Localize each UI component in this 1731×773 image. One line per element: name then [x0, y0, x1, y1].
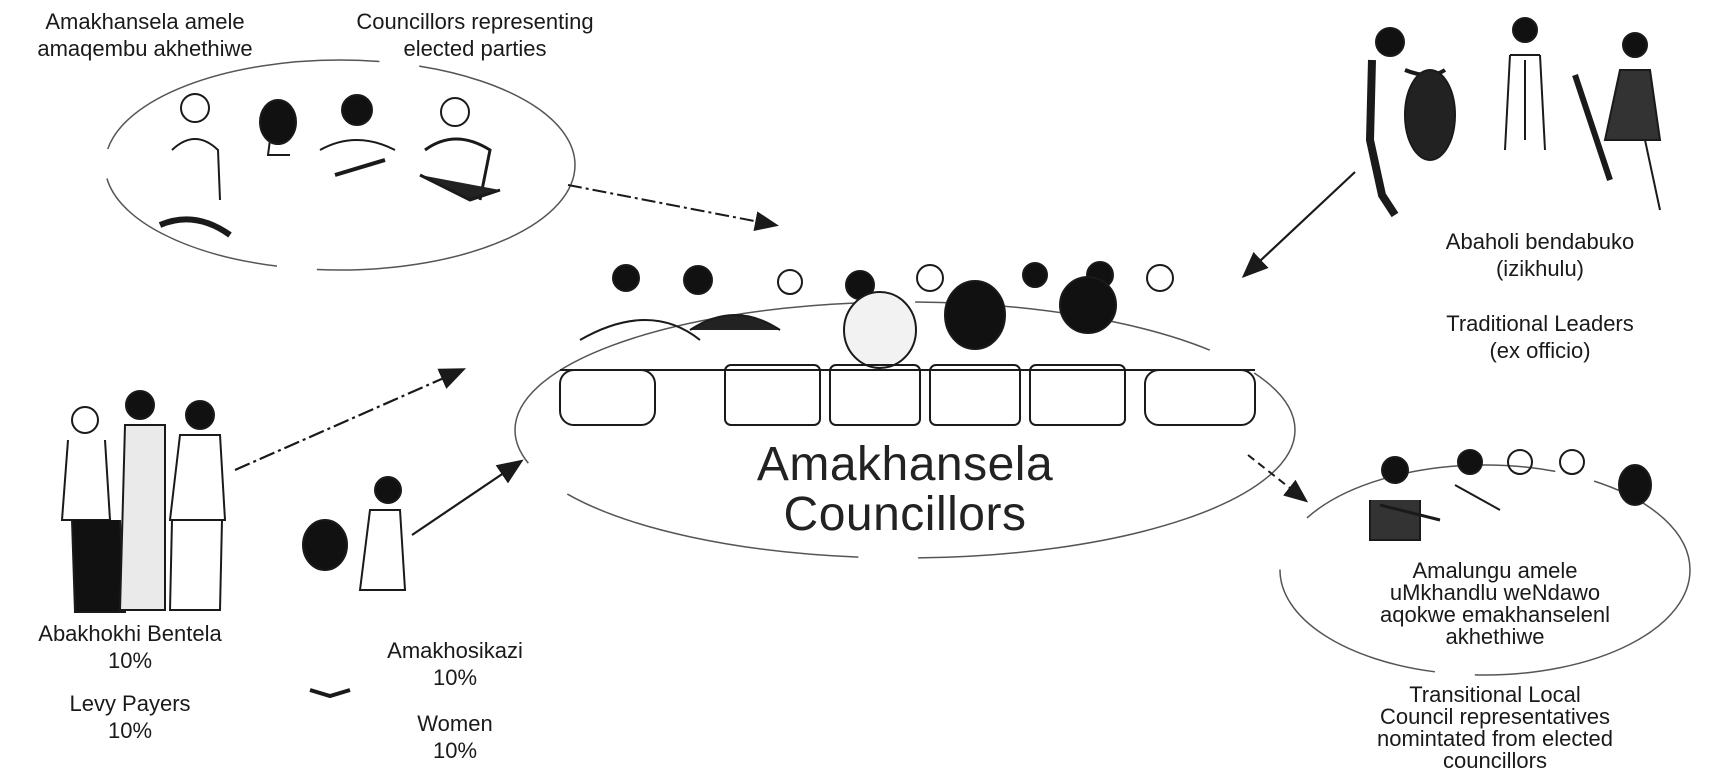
parties-label-zulu-line-2: amaqembu akhethiwe	[37, 36, 253, 61]
arrow-parties-to-council	[567, 184, 779, 232]
arrow-levy-to-council	[234, 368, 467, 472]
tlc-label-english-line-1: Transitional Local	[1409, 682, 1581, 707]
traditional-label-english: Traditional Leaders (ex officio)	[1390, 310, 1690, 364]
tlc-label-zulu-line-1: Amalungu amele	[1412, 558, 1578, 583]
tlc-label-zulu-line-3: aqokwe emakhanselenl	[1380, 602, 1610, 627]
traditional-label-english-line-2: (ex officio)	[1489, 338, 1591, 363]
parties-label-english: Councillors representing elected parties	[310, 8, 640, 62]
parties-label-zulu: Amakhansela amele amaqembu akhethiwe	[0, 8, 290, 62]
arrow-women-to-council	[411, 459, 524, 536]
women-label-zulu: Amakhosikazi 10%	[360, 637, 550, 691]
tlc-label-zulu-line-4: akhethiwe	[1445, 624, 1545, 649]
women-label-english: Women 10%	[360, 710, 550, 764]
levy-label-english: Levy Payers 10%	[10, 690, 250, 744]
council-title-zulu: Amakhansela	[756, 438, 1054, 491]
tlc-label-english-line-2: Council representatives	[1380, 704, 1610, 729]
women-percentage-english: 10%	[432, 738, 478, 763]
parties-label-zulu-line-1: Amakhansela amele	[45, 9, 245, 34]
tlc-label-zulu-line-2: uMkhandlu weNdawo	[1389, 580, 1601, 605]
women-label-english-text: Women	[417, 711, 493, 736]
arrow-traditional-to-council	[1241, 171, 1356, 279]
parties-councillors-illustration	[158, 93, 501, 238]
tlc-group-ellipse	[1279, 464, 1691, 676]
levy-label-english-text: Levy Payers	[69, 691, 191, 716]
council-meeting-illustration	[559, 261, 1256, 426]
tlc-label-english: Transitional Local Council representativ…	[1345, 684, 1645, 772]
council-title: Amakhansela Councillors	[705, 440, 1105, 540]
women-label-zulu-text: Amakhosikazi	[387, 638, 523, 663]
levy-percentage-zulu: 10%	[107, 648, 153, 673]
women-illustration	[302, 476, 407, 699]
traditional-label-zulu-line-1: Abaholi bendabuko	[1445, 229, 1635, 254]
levy-payers-illustration	[60, 390, 227, 613]
tlc-label-english-line-4: councillors	[1443, 748, 1547, 773]
tlc-label-english-line-3: nomintated from elected	[1376, 726, 1614, 751]
traditional-label-zulu-line-2: (izikhulu)	[1495, 256, 1585, 281]
parties-group-ellipse	[104, 59, 576, 271]
arrow-council-to-tlc	[1247, 454, 1309, 503]
tlc-label-zulu: Amalungu amele uMkhandlu weNdawo aqokwe …	[1345, 560, 1645, 648]
levy-percentage-english: 10%	[107, 718, 153, 743]
traditional-label-english-line-1: Traditional Leaders	[1446, 311, 1634, 336]
parties-label-english-line-1: Councillors representing	[356, 9, 594, 34]
traditional-label-zulu: Abaholi bendabuko (izikhulu)	[1390, 228, 1690, 282]
levy-label-zulu-text: Abakhokhi Bentela	[38, 621, 222, 646]
women-percentage-zulu: 10%	[432, 665, 478, 690]
traditional-leaders-illustration	[1365, 17, 1662, 218]
levy-label-zulu: Abakhokhi Bentela 10%	[10, 620, 250, 674]
parties-label-english-line-2: elected parties	[403, 36, 547, 61]
tlc-representatives-illustration	[1369, 449, 1652, 541]
council-ellipse	[514, 301, 1296, 559]
council-title-english: Councillors	[783, 488, 1027, 541]
